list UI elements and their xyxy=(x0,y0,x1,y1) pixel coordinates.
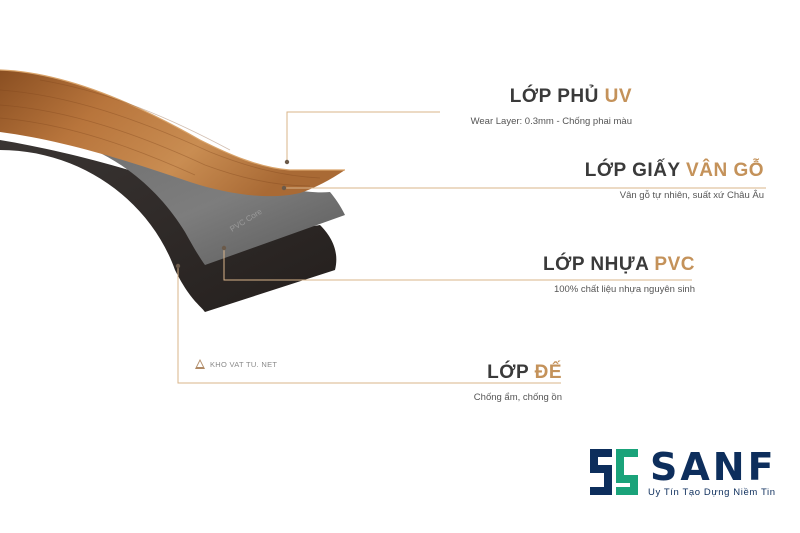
brand-logo-block: SANF Uy Tín Tạo Dựng Niềm Tin xyxy=(588,445,793,505)
label-uv-layer: LỚP PHỦ UV Wear Layer: 0.3mm - Chống pha… xyxy=(471,86,632,127)
leader-lines xyxy=(177,111,766,384)
leader-base xyxy=(177,266,561,384)
brand-slogan: Uy Tín Tạo Dựng Niềm Tin xyxy=(648,487,776,498)
layer-description: Chống ẩm, chống ồn xyxy=(473,392,562,403)
layer-description: Vân gỗ tự nhiên, suất xứ Châu Âu xyxy=(619,190,764,201)
layer-title: LỚP PHỦ UV xyxy=(471,86,632,108)
layer-title: LỚP GIẤY VÂN GỖ xyxy=(585,160,764,182)
leader-dots xyxy=(175,159,290,269)
sanf-logo-icon xyxy=(590,449,638,495)
layer-title: LỚP NHỰA PVC xyxy=(543,254,695,276)
brand-name: SANF xyxy=(650,445,777,489)
pvc-core-shape xyxy=(0,118,345,265)
layer-title: LỚP ĐẾ xyxy=(474,362,562,384)
wood-edge xyxy=(0,69,345,171)
label-wood-layer: LỚP GIẤY VÂN GỖ Vân gỗ tự nhiên, suất xứ… xyxy=(585,160,764,201)
label-base-layer: LỚP ĐẾ Chống ẩm, chống ồn xyxy=(474,362,562,403)
leader-pvc xyxy=(223,248,692,281)
layer-title-main: LỚP NHỰA xyxy=(543,254,655,275)
base-layer-shape xyxy=(0,140,337,312)
layer-title-main: LỚP GIẤY xyxy=(584,160,687,181)
layer-title-accent: ĐẾ xyxy=(534,362,562,383)
watermark-logo-icon xyxy=(195,359,205,369)
layer-title-accent: VÂN GỖ xyxy=(686,160,764,181)
wood-grain-lines xyxy=(0,79,321,187)
leader-uv xyxy=(286,111,440,162)
watermark: KHO VAT TU. NET xyxy=(194,358,277,370)
layer-title-main: LỚP PHỦ xyxy=(509,86,605,107)
watermark-text: KHO VAT TU. NET xyxy=(210,359,278,369)
label-pvc-layer: LỚP NHỰA PVC 100% chất liệu nhựa nguyên … xyxy=(543,254,695,295)
layer-description: 100% chất liệu nhựa nguyên sinh xyxy=(553,284,695,295)
layer-description: Wear Layer: 0.3mm - Chống phai màu xyxy=(470,116,632,127)
layer-title-main: LỚP xyxy=(487,362,535,383)
layer-title-accent: PVC xyxy=(654,254,695,275)
layer-title-accent: UV xyxy=(604,86,632,107)
